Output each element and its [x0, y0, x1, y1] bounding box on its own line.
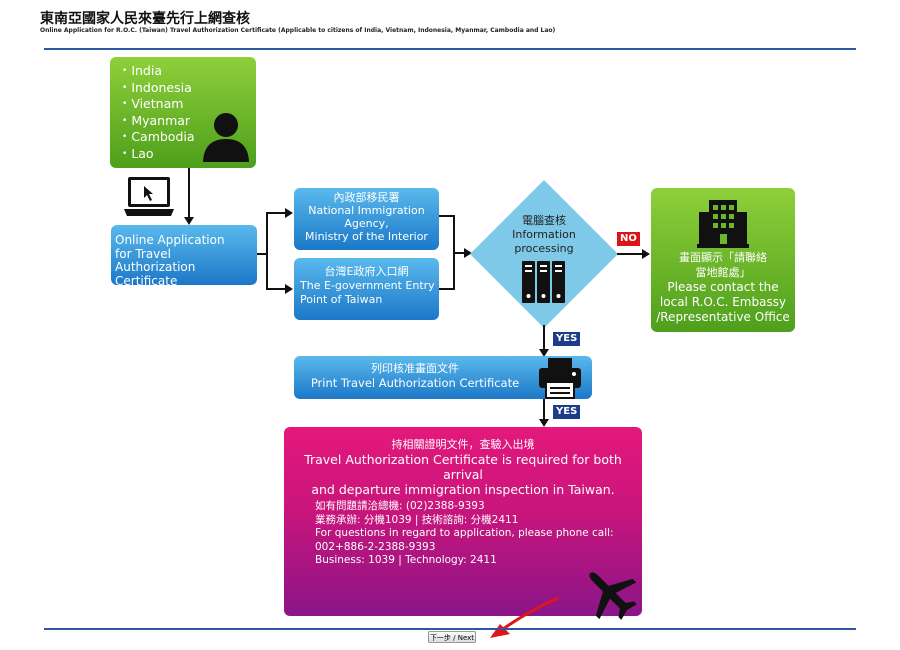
print-certificate-box: 列印核准畫面文件 Print Travel Authorization Cert…	[294, 356, 592, 399]
connector-line	[543, 399, 545, 421]
egov-line: 台灣E政府入口網	[324, 265, 409, 278]
bottom-divider	[44, 628, 856, 630]
final-title: 持相關證明文件，查驗入出境	[391, 438, 535, 451]
contact-line: 業務承辦: 分機1039 | 技術諮詢: 分機2411	[315, 513, 519, 526]
connector-line	[453, 252, 466, 254]
country-item: Cambodia	[122, 129, 194, 146]
page-subtitle: Online Application for R.O.C. (Taiwan) T…	[40, 27, 556, 34]
contact-line: 002+886-2-2388-9393	[315, 540, 436, 553]
online-application-line: for Travel	[115, 246, 171, 261]
countries-list: India Indonesia Vietnam Myanmar Cambodia…	[122, 63, 195, 163]
processing-diamond	[470, 180, 618, 328]
countries-box: India Indonesia Vietnam Myanmar Cambodia…	[110, 57, 256, 168]
connector-line	[257, 253, 267, 255]
processing-line: 電腦查核	[522, 214, 566, 227]
immigration-agency-box: 內政部移民署 National Immigration Agency, Mini…	[294, 188, 439, 250]
agency-line: Agency,	[344, 217, 389, 230]
connector-line	[188, 168, 190, 218]
embassy-line: /Representative Office	[656, 310, 790, 324]
processing-line: processing	[514, 242, 574, 255]
agency-line: 內政部移民署	[333, 191, 400, 204]
online-application-box: Online Application for Travel Authorizat…	[111, 225, 257, 288]
pointer-arrow-icon	[490, 596, 559, 638]
connector-line	[266, 212, 286, 214]
country-item: Indonesia	[122, 80, 195, 97]
page-title: 東南亞國家人民來臺先行上網查核	[40, 11, 250, 27]
egov-line: Point of Taiwan	[300, 293, 383, 306]
agency-line: Ministry of the Interior	[305, 230, 428, 243]
yes-label: YES	[553, 332, 581, 346]
agency-line: National Immigration	[308, 204, 425, 217]
arrow-right	[642, 249, 650, 259]
top-divider	[44, 48, 856, 50]
contact-line: 如有問題請洽總機: (02)2388-9393	[315, 500, 485, 512]
contact-line: Business: 1039 | Technology: 2411	[315, 554, 497, 566]
connector-line	[266, 212, 268, 290]
arrow-down	[539, 349, 549, 357]
connector-line	[439, 288, 455, 290]
print-line: 列印核准畫面文件	[371, 362, 459, 375]
contact-line: For questions in regard to application, …	[315, 527, 614, 539]
arrow-right	[285, 284, 293, 294]
processing-label: 電腦查核 Information processing	[494, 214, 594, 256]
airplane-icon	[589, 572, 637, 620]
person-icon	[203, 113, 249, 162]
connector-line	[266, 288, 286, 290]
processing-line: Information	[512, 228, 576, 241]
printer-icon	[539, 358, 581, 399]
laptop-icon	[124, 177, 174, 216]
print-line: Print Travel Authorization Certificate	[310, 376, 520, 390]
arrow-right	[285, 208, 293, 218]
final-desc-line: and departure immigration inspection in …	[311, 482, 615, 497]
embassy-line: local R.O.C. Embassy	[659, 295, 787, 309]
arrow-right	[464, 248, 472, 258]
final-inspection-box: 持相關證明文件，查驗入出境 Travel Authorization Certi…	[284, 427, 642, 620]
country-item: Vietnam	[122, 96, 195, 113]
next-button[interactable]: 下一步 / Next	[428, 631, 476, 643]
final-desc-line: Travel Authorization Certificate is requ…	[304, 452, 622, 482]
embassy-line: 當地館處」	[695, 266, 751, 279]
server-icon	[522, 261, 565, 303]
embassy-line: 畫面顯示「請聯絡	[679, 251, 767, 264]
embassy-line: Please contact the	[667, 280, 779, 294]
country-item: Myanmar	[122, 113, 195, 130]
building-icon	[697, 200, 749, 248]
online-application-line: Authorization Certificate	[115, 260, 196, 288]
embassy-box: 畫面顯示「請聯絡 當地館處」 Please contact the local …	[651, 188, 795, 332]
online-application-line: Online Application	[115, 233, 225, 247]
yes-label: YES	[553, 405, 581, 419]
connector-line	[543, 325, 545, 351]
arrow-down	[184, 217, 194, 225]
connector-line	[439, 215, 455, 217]
egov-box: 台灣E政府入口網 The E-government Entry Point of…	[294, 258, 439, 320]
country-item: India	[122, 63, 195, 80]
country-item: Lao	[122, 146, 195, 163]
connector-line	[617, 253, 643, 255]
arrow-down	[539, 419, 549, 427]
egov-line: The E-government Entry	[300, 279, 435, 292]
no-label: NO	[617, 232, 640, 246]
